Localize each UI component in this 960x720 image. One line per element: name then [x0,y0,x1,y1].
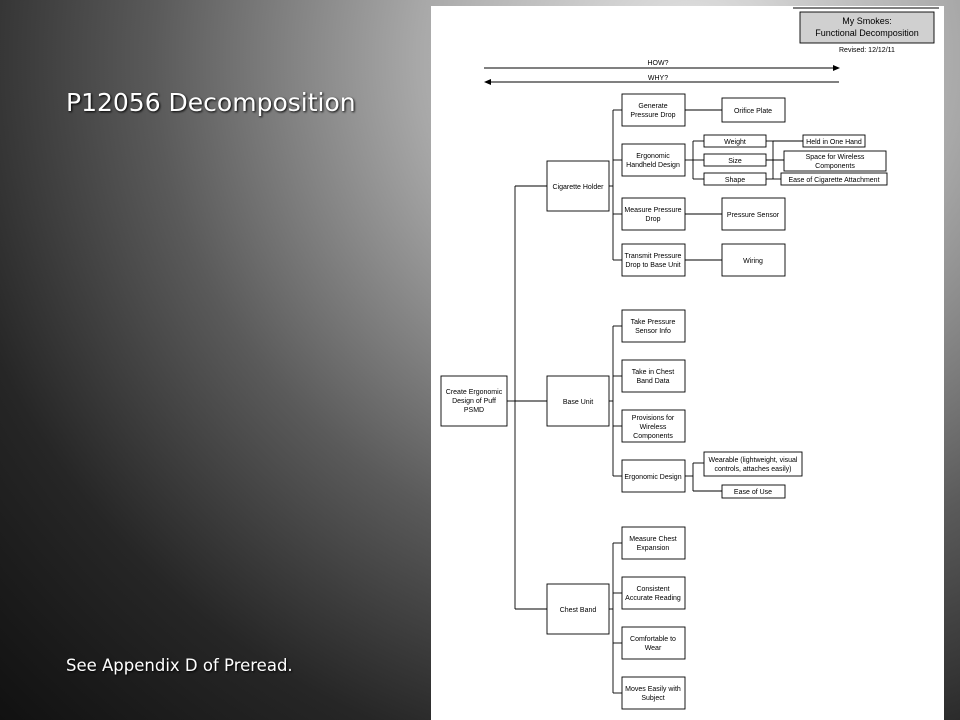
slide-footnote: See Appendix D of Preread. [66,656,293,675]
diagram-title-line1: My Smokes: [842,16,892,26]
node-held-in-one-hand [802,134,866,148]
node-pressure-sensor [721,197,786,231]
how-label: HOW? [648,60,669,67]
node-base-unit-label: Base Unit [563,399,593,406]
node-provisions-for-wireless [621,409,686,443]
node-measure-pressure-drop [621,197,686,231]
node-label: Expansion [637,545,670,552]
diagram-revised-date: Revised: 12/12/11 [839,47,895,54]
node-label: Moves Easily with [625,686,681,693]
node-comfortable-to-wear [621,626,686,660]
node-label: controls, attaches easily) [714,466,791,473]
node-take-in-chest-band-data [621,359,686,393]
node-shape [703,172,767,186]
node-label: Drop to Base Unit [625,262,680,269]
node-label: Pressure Sensor [727,212,780,219]
node-consistent-accurate-reading [621,576,686,610]
node-transmit-pressure-drop [621,243,686,277]
node-ergonomic-design [621,459,686,493]
node-label: Subject [641,695,664,702]
node-label: Orifice Plate [734,108,772,115]
functional-decomposition-diagram: My Smokes: Functional Decomposition Revi… [431,6,944,720]
node-label: Handheld Design [626,162,680,169]
node-label: Weight [724,139,746,146]
node-label: Accurate Reading [625,595,681,602]
node-label: Pressure Drop [630,112,675,119]
node-label: Band Data [636,378,669,385]
node-cigarette-holder [546,160,610,212]
node-label: Comfortable to [630,636,676,643]
node-root-label: Design of Puff [452,398,496,405]
node-label: Components [633,433,673,440]
how-arrowhead [833,65,840,71]
node-label: Components [815,163,855,170]
node-ease-of-cigarette-attachment [780,172,888,186]
node-ease-of-use [721,484,786,499]
node-root-label: PSMD [464,407,484,414]
node-label: Drop [645,216,660,223]
node-label: Size [728,158,742,165]
why-label: WHY? [648,75,668,82]
node-space-for-wireless [783,150,887,172]
node-label: Wearable (lightweight, visual [709,457,798,464]
node-label: Take in Chest [632,369,674,376]
node-label: Wiring [743,258,763,265]
node-label: Ergonomic Design [624,474,681,481]
node-ergonomic-handheld-design [621,143,686,177]
node-chest-band-label: Chest Band [560,607,597,614]
node-label: Ease of Use [734,489,772,496]
node-label: Wear [645,645,662,652]
node-weight [703,134,767,148]
node-label: Transmit Pressure [625,253,682,260]
node-label: Measure Chest [629,536,677,543]
node-label: Take Pressure [631,319,676,326]
node-generate-pressure-drop [621,93,686,127]
node-measure-chest-expansion [621,526,686,560]
why-arrowhead [484,79,491,85]
node-orifice-plate [721,97,786,123]
node-take-pressure-sensor-info [621,309,686,343]
node-size [703,153,767,167]
node-base-unit [546,375,610,427]
diagram-title-line2: Functional Decomposition [815,28,919,38]
node-label: Generate [638,103,667,110]
node-label: Held in One Hand [806,139,862,146]
node-root-label: Create Ergonomic [446,389,503,396]
node-label: Shape [725,177,745,184]
node-root [440,375,508,427]
node-moves-easily-with-subject [621,676,686,710]
node-label: Sensor Info [635,328,671,335]
node-label: Measure Pressure [624,207,681,214]
node-label: Wireless [640,424,667,431]
node-wiring [721,243,786,277]
slide-title: P12056 Decomposition [66,88,356,117]
node-wearable [703,451,803,477]
node-label: Provisions for [632,415,675,422]
node-chest-band [546,583,610,635]
node-label: Ergonomic [636,153,670,160]
node-label: Space for Wireless [806,154,865,161]
diagram-title-box [799,11,935,44]
node-label: Consistent [636,586,669,593]
node-label: Ease of Cigarette Attachment [788,177,879,184]
node-cigarette-holder-label: Cigarette Holder [553,184,605,191]
